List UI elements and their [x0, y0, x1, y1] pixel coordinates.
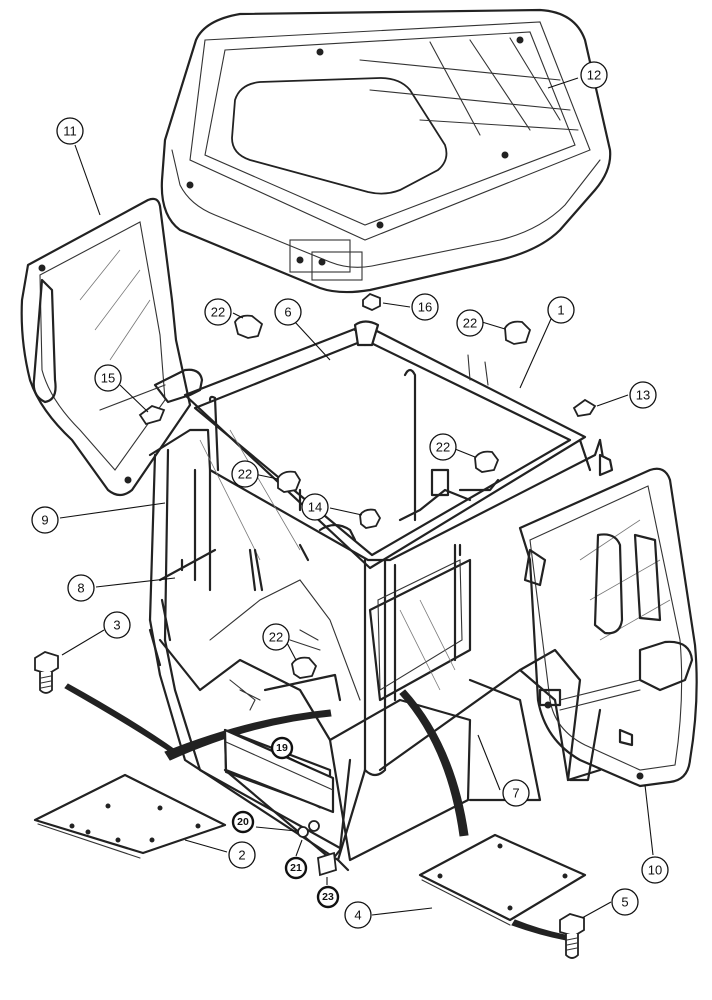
left-door	[20, 197, 204, 497]
callout-23: 23	[316, 885, 340, 909]
svg-text:22: 22	[211, 305, 225, 320]
floor-plate-left	[33, 773, 227, 859]
svg-text:6: 6	[284, 305, 291, 320]
svg-text:22: 22	[238, 467, 252, 482]
callout-22-e: 22	[262, 623, 290, 651]
assembly-arrows	[64, 683, 567, 941]
svg-text:22: 22	[269, 630, 283, 645]
svg-text:4: 4	[354, 908, 361, 923]
svg-text:14: 14	[308, 500, 322, 515]
svg-text:22: 22	[463, 316, 477, 331]
cab-frame	[148, 320, 614, 872]
washer-nut	[297, 820, 320, 838]
callout-22-b: 22	[456, 309, 484, 337]
svg-text:15: 15	[101, 371, 115, 386]
callout-13: 13	[629, 381, 657, 409]
svg-text:12: 12	[587, 68, 601, 83]
callout-10: 10	[641, 856, 669, 884]
svg-text:16: 16	[418, 300, 432, 315]
plug-parts	[138, 292, 597, 679]
svg-text:9: 9	[41, 513, 48, 528]
svg-text:5: 5	[621, 895, 628, 910]
callout-21: 21	[284, 856, 308, 880]
callout-16: 16	[411, 293, 439, 321]
callout-6: 6	[274, 298, 302, 326]
callout-22-d: 22	[231, 460, 259, 488]
callout-22-a: 22	[204, 298, 232, 326]
svg-text:10: 10	[648, 863, 662, 878]
callout-11: 11	[56, 117, 84, 145]
callout-7: 7	[502, 779, 530, 807]
leader-lines	[59, 77, 654, 919]
callout-5: 5	[611, 888, 639, 916]
callout-22-c: 22	[429, 433, 457, 461]
svg-text:20: 20	[237, 816, 249, 828]
right-door	[518, 467, 698, 788]
callout-2: 2	[228, 841, 256, 869]
clip-block	[317, 851, 337, 877]
svg-text:8: 8	[77, 581, 84, 596]
callout-8: 8	[67, 574, 95, 602]
roof-panel	[160, 8, 612, 294]
svg-text:7: 7	[512, 786, 519, 801]
svg-text:23: 23	[322, 891, 334, 903]
bolt-right	[559, 913, 585, 959]
svg-text:22: 22	[436, 440, 450, 455]
svg-text:11: 11	[63, 124, 77, 139]
svg-text:21: 21	[290, 862, 302, 874]
svg-text:2: 2	[238, 848, 245, 863]
svg-text:13: 13	[636, 388, 650, 403]
svg-text:1: 1	[557, 303, 564, 318]
callout-15: 15	[94, 364, 122, 392]
callout-3: 3	[103, 611, 131, 639]
callout-20: 20	[231, 810, 255, 834]
floor-plate-right	[418, 833, 587, 926]
callout-9: 9	[31, 506, 59, 534]
callout-14: 14	[301, 493, 329, 521]
callout-12: 12	[580, 61, 608, 89]
bolt-left	[34, 651, 59, 694]
svg-text:19: 19	[276, 742, 288, 754]
callout-1: 1	[547, 296, 575, 324]
callout-4: 4	[344, 901, 372, 929]
callout-19: 19	[270, 736, 294, 760]
svg-text:3: 3	[113, 618, 120, 633]
